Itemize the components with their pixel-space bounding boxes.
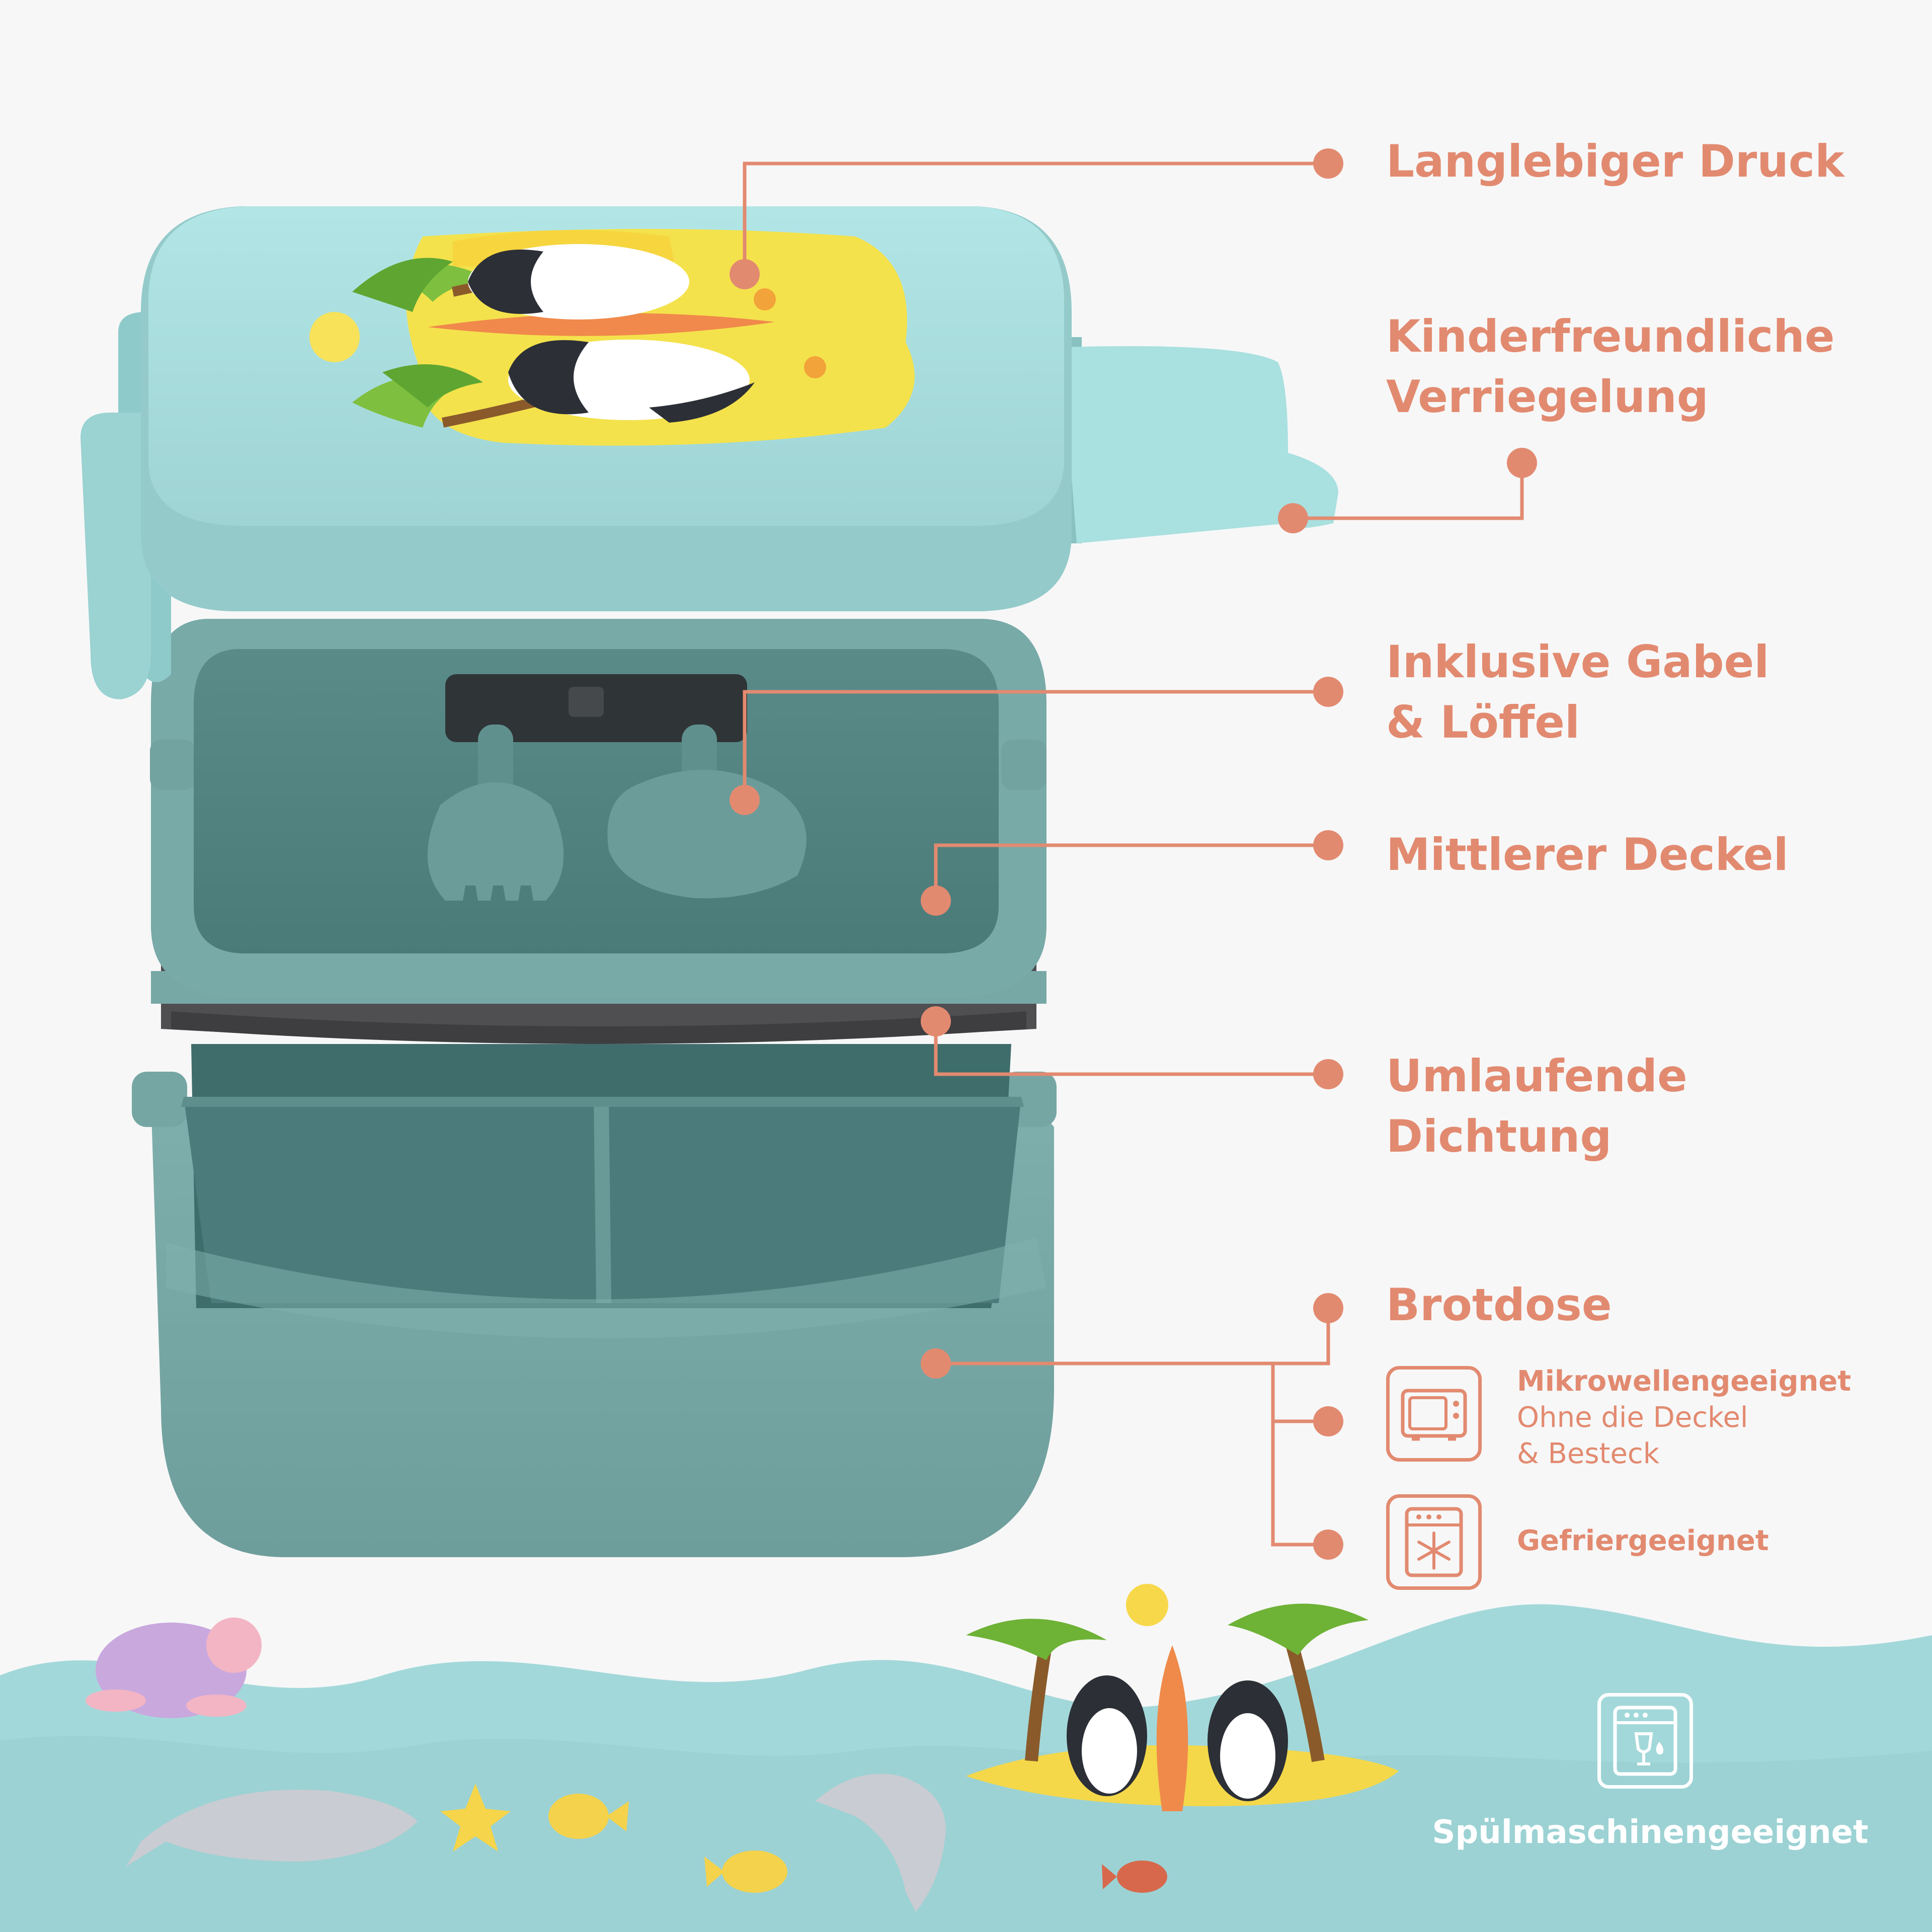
feature-cutlery-label-line2: & Löffel (1386, 696, 1580, 748)
fish-yellow-illustration (704, 1850, 787, 1893)
callout-lines (743, 162, 1524, 1547)
fish-striped-illustration (548, 1794, 629, 1839)
starfish-illustration (440, 1784, 511, 1852)
callout-dot (921, 1348, 951, 1379)
island-illustration (966, 1584, 1399, 1811)
dishwasher-icon (1597, 1693, 1693, 1789)
callout-dot (1278, 503, 1308, 533)
microwave-note-line2: & Besteck (1517, 1437, 1660, 1470)
callout-dot (1507, 448, 1537, 478)
microwave-note-line1: Ohne die Deckel (1517, 1401, 1748, 1434)
freezer-snowflake-icon (1386, 1494, 1482, 1590)
feature-lock-label-line1: Kinderfreundliche (1386, 310, 1835, 362)
microwave-title: Mikrowellengeeignet (1517, 1365, 1852, 1398)
dolphin-right-illustration (815, 1774, 946, 1912)
callout-dot (1313, 148, 1343, 179)
sea-wave-deep (0, 1736, 1932, 1932)
callout-dot (1313, 677, 1343, 707)
dolphin-left-illustration (126, 1790, 418, 1867)
feature-cutlery-label-line1: Inklusive Gabel (1386, 636, 1769, 688)
dishwasher-label: Spülmaschinengeeignet (1432, 1814, 1869, 1851)
callout-dot (1313, 830, 1343, 860)
feature-print-label: Langlebiger Druck (1386, 135, 1844, 187)
callout-dot (730, 785, 760, 815)
fish-red-illustration (1102, 1861, 1167, 1893)
middle-lid (150, 619, 1046, 999)
callout-dot (730, 259, 760, 289)
feature-lock-label-line2: Verriegelung (1386, 371, 1709, 423)
lid-print (309, 229, 915, 446)
callout-dot (1313, 1293, 1343, 1323)
freezer-title: Gefriergeeignet (1517, 1524, 1769, 1557)
feature-lunchbox-label: Brotdose (1386, 1279, 1612, 1331)
callout-dots (730, 148, 1537, 1560)
feature-seal-label-line2: Dichtung (1386, 1110, 1612, 1162)
lunchbox-container (132, 1044, 1057, 1557)
callout-dot (1313, 1530, 1343, 1560)
microwave-icon (1386, 1366, 1482, 1462)
callout-dot (1313, 1059, 1343, 1089)
callout-dot (921, 1006, 951, 1036)
callout-dot (1313, 1406, 1343, 1436)
callout-dot (921, 886, 951, 916)
turtle-illustration (86, 1618, 262, 1718)
feature-seal-label-line1: Umlaufende (1386, 1050, 1687, 1102)
feature-middle-lid-label: Mittlerer Deckel (1386, 829, 1789, 880)
top-lid (80, 206, 1338, 699)
